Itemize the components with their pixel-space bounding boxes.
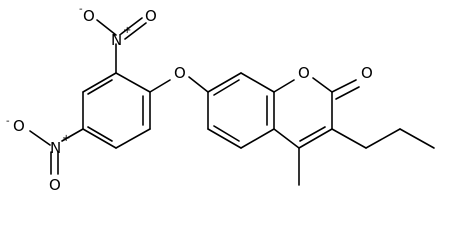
bond bbox=[240, 72, 275, 93]
double-bond-inner bbox=[87, 79, 113, 95]
bond bbox=[82, 72, 117, 93]
bond bbox=[331, 79, 357, 93]
bond bbox=[120, 17, 143, 35]
atom-label-oxygen: O bbox=[298, 64, 310, 82]
bond bbox=[273, 128, 300, 149]
charge-label: - bbox=[6, 116, 10, 127]
bond bbox=[115, 128, 151, 149]
bond bbox=[61, 128, 84, 142]
bond bbox=[312, 77, 333, 93]
atom-label-oxygen: O bbox=[49, 176, 61, 194]
molecule-structure-diagram: N + O - O N + O - O O O O bbox=[6, 4, 435, 194]
pyranone-ring bbox=[273, 77, 333, 149]
atom-label-oxygen: O bbox=[145, 7, 157, 25]
bond bbox=[96, 19, 117, 36]
bond bbox=[240, 128, 275, 149]
charge-label: + bbox=[62, 133, 70, 144]
double-bond-inner bbox=[213, 125, 240, 142]
atom-label-oxygen: O bbox=[361, 64, 373, 82]
bond bbox=[399, 128, 435, 149]
bond bbox=[207, 72, 242, 93]
dinitrophenyl-ring bbox=[82, 72, 151, 149]
carbonyl-group bbox=[331, 79, 360, 100]
charge-label: + bbox=[123, 25, 131, 36]
atom-label-nitrogen: N bbox=[111, 31, 122, 49]
coumarin-benzo-ring bbox=[207, 72, 275, 149]
bond bbox=[298, 128, 333, 149]
bond bbox=[335, 86, 360, 100]
double-bond-inner bbox=[213, 79, 240, 96]
charge-label: - bbox=[79, 4, 83, 15]
atom-label-oxygen: O bbox=[13, 117, 25, 135]
bond bbox=[115, 72, 151, 93]
bond bbox=[29, 130, 51, 146]
atom-label-oxygen: O bbox=[174, 64, 186, 82]
propyl-group bbox=[331, 128, 435, 149]
double-bond-inner bbox=[87, 126, 113, 142]
bond bbox=[149, 79, 171, 93]
bond bbox=[273, 79, 295, 93]
atom-label-oxygen: O bbox=[83, 7, 95, 25]
nitro-group-lower bbox=[29, 128, 84, 175]
bond bbox=[188, 76, 209, 93]
ether-linkage bbox=[149, 76, 209, 93]
bond bbox=[365, 128, 401, 149]
nitro-group-upper bbox=[96, 17, 147, 74]
double-bond-inner bbox=[299, 126, 326, 142]
bond bbox=[82, 128, 117, 149]
atom-label-nitrogen: N bbox=[50, 139, 61, 157]
bond bbox=[124, 22, 147, 40]
atom-labels: N + O - O N + O - O O O O bbox=[6, 4, 373, 194]
bond bbox=[331, 128, 367, 149]
bond bbox=[207, 128, 242, 149]
